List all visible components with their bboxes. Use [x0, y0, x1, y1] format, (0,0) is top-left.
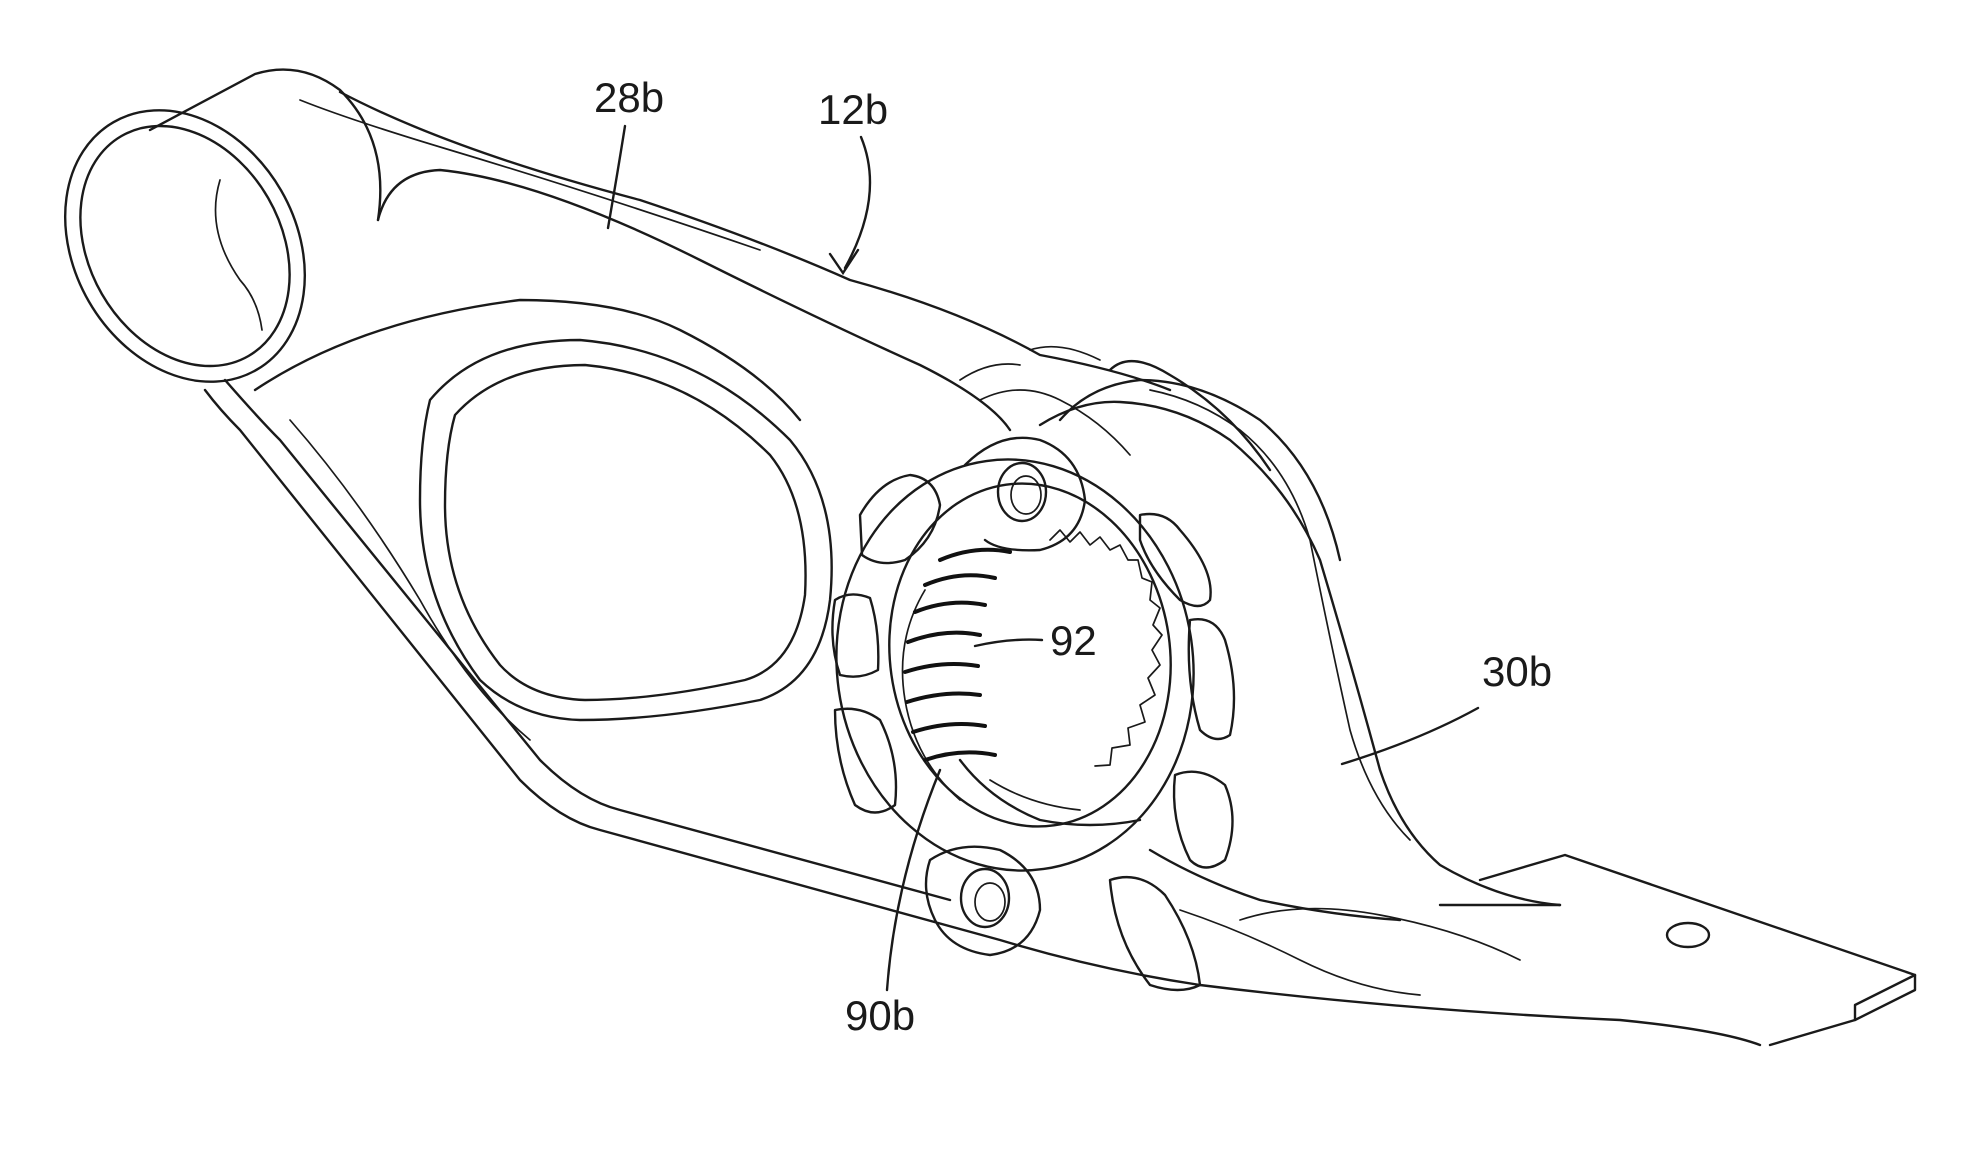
- upper-boss: [965, 438, 1085, 551]
- leader-lines: [608, 126, 1478, 990]
- label-28b: 28b: [594, 74, 664, 121]
- leader-30b: [1342, 708, 1478, 764]
- large-window: [420, 340, 832, 720]
- blade-tab: [1440, 855, 1915, 1045]
- leader-12b: [845, 137, 870, 268]
- lower-boss: [926, 847, 1040, 955]
- pivot-tube: [17, 67, 380, 426]
- label-92: 92: [1050, 617, 1097, 664]
- arrowhead-12b: [830, 250, 858, 273]
- label-90b: 90b: [845, 992, 915, 1039]
- leader-28b: [608, 126, 625, 228]
- label-12b: 12b: [818, 86, 888, 133]
- leader-92: [975, 640, 1042, 646]
- spline-teeth: [905, 530, 1162, 766]
- lower-frame: [205, 380, 1760, 1045]
- label-30b: 30b: [1482, 648, 1552, 695]
- splined-hub: [810, 436, 1220, 894]
- reference-labels: 28b 12b 92 30b 90b: [594, 74, 1552, 1039]
- pockets: [832, 475, 1234, 990]
